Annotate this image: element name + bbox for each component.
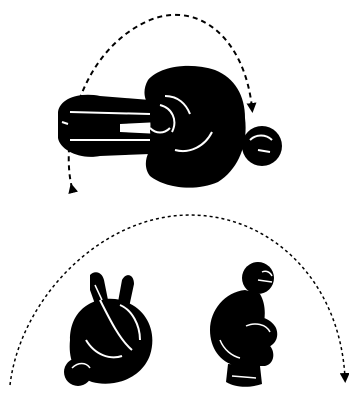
bottom-panel: [10, 215, 345, 387]
crouch-head: [242, 262, 274, 294]
person-tucked-inverted: [64, 272, 152, 386]
crouch-knees: [240, 316, 277, 348]
top-panel: [58, 15, 282, 188]
tucked-head: [64, 358, 92, 386]
arc-arrow-bottom: [10, 215, 345, 385]
figure-head: [242, 126, 282, 166]
person-crouching: [210, 262, 277, 387]
crouch-feet: [226, 364, 262, 387]
